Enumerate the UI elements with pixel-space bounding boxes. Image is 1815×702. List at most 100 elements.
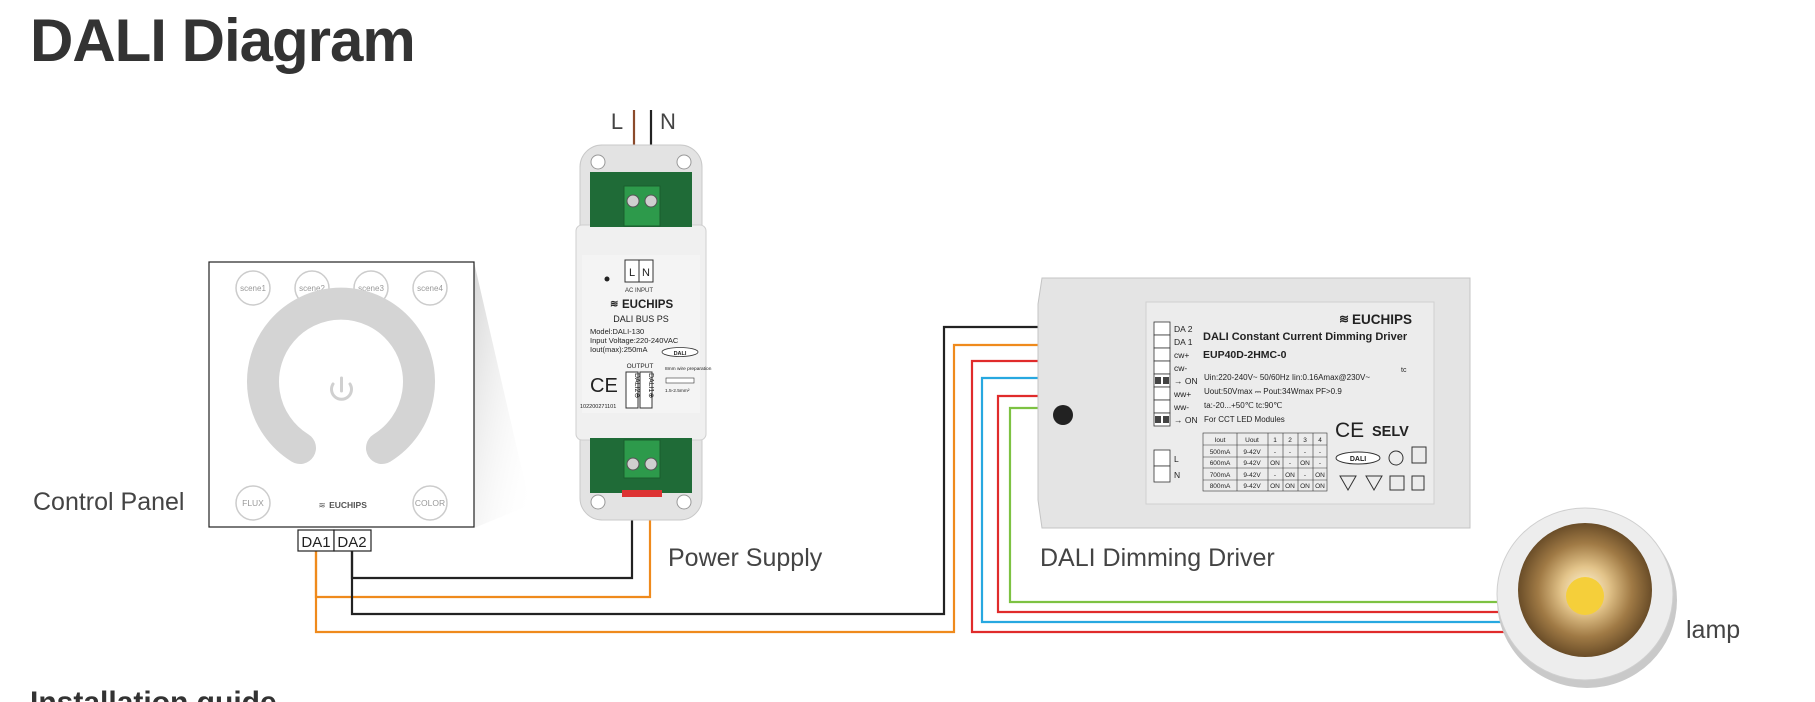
da2-to-driver-wire <box>350 325 1042 616</box>
da2-terminal <box>333 529 372 552</box>
svg-text:≋: ≋ <box>318 500 325 510</box>
driver-cert-icon-4 <box>1365 475 1383 492</box>
svg-text:-: - <box>1274 472 1276 479</box>
scene4-button <box>412 270 448 306</box>
svg-text:700mA: 700mA <box>1210 472 1231 479</box>
driver-term-da1: DA 1 <box>1174 337 1193 347</box>
svg-text:-: - <box>1319 460 1321 467</box>
cw-plus-wire <box>970 359 1510 634</box>
driver-label: DALI Dimming Driver <box>1040 544 1275 572</box>
driver-model: EUP40D-2HMC-0 <box>1203 349 1287 361</box>
svg-text:ON: ON <box>1285 483 1295 490</box>
svg-text:-: - <box>1289 460 1291 467</box>
driver-cert-icon-6 <box>1411 475 1425 491</box>
driver-term-n: N <box>1174 470 1180 480</box>
svg-text:Uout: Uout <box>1245 437 1259 444</box>
ww-minus-wire <box>1008 406 1510 604</box>
svg-text:800mA: 800mA <box>1210 483 1231 490</box>
wires <box>314 110 1510 634</box>
driver-spec1: Uin:220-240V~ 50/60Hz Iin:0.16Amax@230V~ <box>1204 373 1370 382</box>
psu-out1: DALI1⊕ <box>647 373 654 398</box>
svg-text:≋: ≋ <box>1339 312 1349 326</box>
driver-selv: SELV <box>1372 424 1409 440</box>
dimming-driver: DA 2 DA 1 cw+ cw- → ON ww+ ww- → ON L N … <box>1037 277 1471 529</box>
control-panel-label: Control Panel <box>33 488 185 516</box>
lamp-led <box>1566 577 1604 615</box>
flux-label: FLUX <box>242 498 264 508</box>
svg-text:-: - <box>1289 449 1291 456</box>
da1-to-driver-wire <box>314 343 1042 634</box>
driver-mount-hole <box>1053 405 1073 425</box>
psu-input-voltage: Input Voltage:220-240VAC <box>590 336 679 345</box>
svg-text:ON: ON <box>1300 460 1310 467</box>
svg-text:-: - <box>1319 449 1321 456</box>
svg-text:ON: ON <box>1270 460 1280 467</box>
driver-term-ww-minus: ww- <box>1173 402 1189 412</box>
psu-wire-prep: 8mm wire preparation <box>665 366 712 372</box>
svg-text:-: - <box>1304 472 1306 479</box>
driver-cert-icon-2 <box>1411 446 1427 464</box>
mains-l-label: L <box>611 109 623 134</box>
psu-ce-mark: CE <box>590 375 618 397</box>
control-panel: scene1 scene2 scene3 scene4 FLUX COLOR E… <box>208 261 530 552</box>
mains-n-label: N <box>660 109 676 134</box>
driver-term-cw-minus: cw- <box>1174 363 1187 373</box>
psu-input-n: N <box>642 267 650 279</box>
cw-minus-wire <box>980 376 1510 624</box>
svg-text:9-42V: 9-42V <box>1243 472 1261 479</box>
ww-plus-wire <box>996 394 1510 614</box>
driver-ce-mark: CE <box>1335 419 1364 442</box>
svg-text:≋: ≋ <box>610 299 618 310</box>
color-label: COLOR <box>415 498 445 508</box>
svg-text:ON: ON <box>1315 483 1325 490</box>
driver-tc-mark: tc <box>1401 367 1407 374</box>
psu-output-label: OUTPUT <box>627 363 654 370</box>
psu-input-l: L <box>629 267 635 279</box>
svg-text:3: 3 <box>1303 437 1307 444</box>
svg-text:9-42V: 9-42V <box>1243 449 1261 456</box>
scene3-label: scene3 <box>358 284 384 293</box>
svg-text:2: 2 <box>1288 437 1292 444</box>
psu-serial: 102200271101 <box>580 404 616 410</box>
svg-text:4: 4 <box>1318 437 1322 444</box>
psu-dali-logo <box>661 347 699 357</box>
svg-text:Iout: Iout <box>1215 437 1226 444</box>
psu-wire-size: 1.5-2.5mm² <box>665 388 690 394</box>
driver-name: DALI Constant Current Dimming Driver <box>1203 331 1408 343</box>
driver-term-da2: DA 2 <box>1174 324 1193 334</box>
svg-text:ON: ON <box>1315 472 1325 479</box>
scene2-label: scene2 <box>299 284 325 293</box>
svg-text:-: - <box>1304 449 1306 456</box>
svg-text:9-42V: 9-42V <box>1243 483 1261 490</box>
dimmer-ring <box>247 287 435 464</box>
svg-text:600mA: 600mA <box>1210 460 1231 467</box>
svg-text:500mA: 500mA <box>1210 449 1231 456</box>
svg-text:DALI: DALI <box>1350 456 1366 463</box>
psu-name: DALI BUS PS <box>613 314 669 324</box>
driver-spec3: ta:-20...+50℃ tc:90℃ <box>1204 401 1282 410</box>
lamp-label: lamp <box>1686 616 1741 644</box>
psu-iout: Iout(max):250mA <box>590 345 648 354</box>
scene1-label: scene1 <box>240 284 266 293</box>
power-supply-label: Power Supply <box>668 544 823 572</box>
driver-spec2: Uout:50Vmax ⎓ Pout:34Wmax PF>0.9 <box>1204 387 1342 396</box>
scene4-label: scene4 <box>417 284 443 293</box>
panel-brand: EUCHIPS <box>329 500 367 510</box>
driver-term-cw-plus: cw+ <box>1174 350 1189 360</box>
svg-text:ON: ON <box>1270 483 1280 490</box>
driver-term-on-1: → ON <box>1174 376 1198 386</box>
driver-cert-icon-5 <box>1389 475 1405 491</box>
driver-spec-table: Iout Uout 1 2 3 4 500mA 9-42V - - - - 60… <box>1202 432 1328 492</box>
color-button <box>412 485 448 521</box>
svg-text:ON: ON <box>1300 483 1310 490</box>
psu-out2: DALI2⊖ <box>633 373 640 398</box>
driver-term-l: L <box>1174 454 1179 464</box>
svg-text:DALI: DALI <box>674 351 687 357</box>
psu-ac-input: AC INPUT <box>625 288 653 294</box>
driver-term-ww-plus: ww+ <box>1173 389 1191 399</box>
driver-cert-icon-3 <box>1339 475 1357 492</box>
bottom-heading-fragment: Installation guide <box>30 688 277 702</box>
driver-brand: EUCHIPS <box>1352 312 1412 327</box>
driver-dali-logo <box>1335 451 1381 465</box>
